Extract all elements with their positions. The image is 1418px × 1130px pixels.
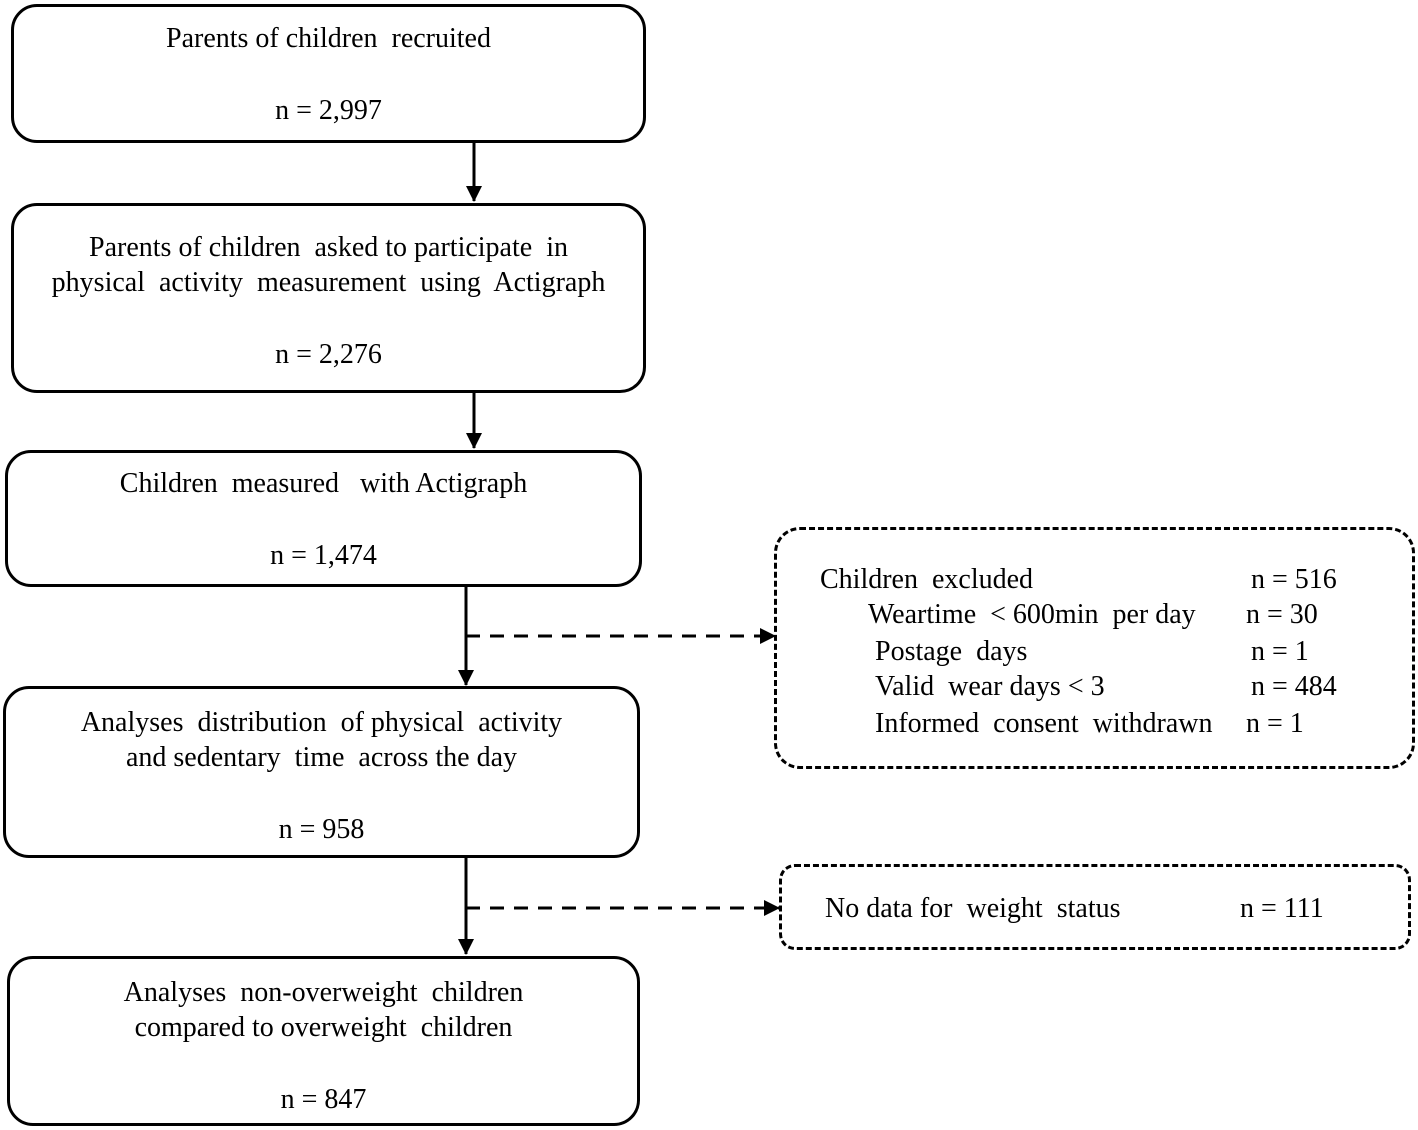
box-title: Parents of children recruited <box>166 23 491 54</box>
no-weight-data-label: No data for weight status <box>825 893 1121 924</box>
postage-days-value: n = 1 <box>1251 636 1309 667</box>
no-weight-data-value: n = 111 <box>1240 893 1324 924</box>
box-count: n = 847 <box>280 1084 367 1115</box>
consent-withdrawn-value: n = 1 <box>1246 708 1304 739</box>
valid-wear-days-label: Valid wear days < 3 <box>875 671 1105 702</box>
excluded-label: Children excluded <box>820 564 1034 595</box>
box-title-line2: and sedentary time across the day <box>125 742 518 773</box>
box-no-weight-data: No data for weight status n = 111 <box>779 864 1411 950</box>
box-parents-recruited: Parents of children recruited n = 2,997 <box>11 4 646 143</box>
box-title-line2: physical activity measurement using Acti… <box>51 267 606 298</box>
box-title-line1: Analyses distribution of physical activi… <box>80 707 563 738</box>
box-count: n = 1,474 <box>270 540 377 571</box>
valid-wear-days-value: n = 484 <box>1251 671 1337 702</box>
box-children-measured: Children measured with Actigraph n = 1,4… <box>5 450 642 587</box>
postage-days-label: Postage days <box>875 636 1028 667</box>
consent-withdrawn-label: Informed consent withdrawn <box>875 708 1213 739</box>
box-children-excluded: Children excluded n = 516 Weartime < 600… <box>774 527 1415 769</box>
weartime-value: n = 30 <box>1246 599 1318 630</box>
box-title-line1: Analyses non-overweight children <box>123 977 524 1008</box>
box-title: Children measured with Actigraph <box>119 468 528 499</box>
excluded-value: n = 516 <box>1251 564 1337 595</box>
box-analyses-distribution: Analyses distribution of physical activi… <box>3 686 640 858</box>
box-count: n = 2,997 <box>275 95 382 126</box>
weartime-label: Weartime < 600min per day <box>868 599 1196 630</box>
box-parents-asked: Parents of children asked to participate… <box>11 203 646 393</box>
box-title-line2: compared to overweight children <box>134 1012 513 1043</box>
box-count: n = 2,276 <box>275 339 382 370</box>
box-analyses-weight: Analyses non-overweight children compare… <box>7 956 640 1126</box>
box-title-line1: Parents of children asked to participate… <box>89 232 568 263</box>
box-count: n = 958 <box>278 814 365 845</box>
